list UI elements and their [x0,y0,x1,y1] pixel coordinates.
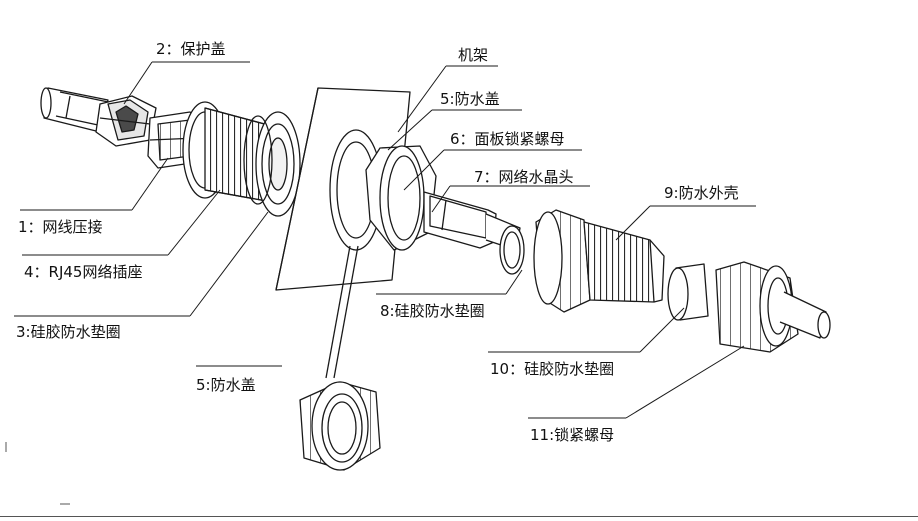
silicone-gasket-8 [499,225,525,275]
frame-marks [5,442,70,505]
silicone-gasket-3 [243,115,273,205]
waterproof-housing [533,209,665,313]
lock-nut-11 [715,261,799,353]
label-protective-cover: 2：保护盖 [156,40,226,58]
label-lock-nut: 11:锁紧螺母 [530,426,615,444]
right-cable [779,291,831,339]
protective-cover-part [95,95,157,147]
cap-tether [325,245,359,379]
rj45-socket-part [182,101,301,217]
waterproof-cap-bottom [299,381,381,471]
label-network-crystal-head: 7：网络水晶头 [474,168,574,186]
label-rj45-socket: 4：RJ45网络插座 [24,263,143,281]
panel-lock-nut [365,145,437,251]
label-silicone-gasket-8: 8:硅胶防水垫圈 [380,302,485,320]
waterproof-cap-ring [329,129,383,251]
label-panel-lock-nut: 6：面板锁紧螺母 [450,130,565,148]
label-rack: 机架 [458,46,489,64]
label-waterproof-cap-top: 5:防水盖 [440,90,500,108]
silicone-gasket-10 [667,263,709,321]
label-silicone-gasket-10: 10：硅胶防水垫圈 [490,360,615,378]
label-waterproof-housing: 9:防水外壳 [664,184,739,202]
leader-lines [14,61,756,419]
label-cable-crimp: 1：网线压接 [18,218,103,236]
label-waterproof-cap-bottom: 5:防水盖 [196,376,256,394]
label-silicone-gasket-3: 3:硅胶防水垫圈 [16,323,121,341]
bottom-border [0,516,918,517]
